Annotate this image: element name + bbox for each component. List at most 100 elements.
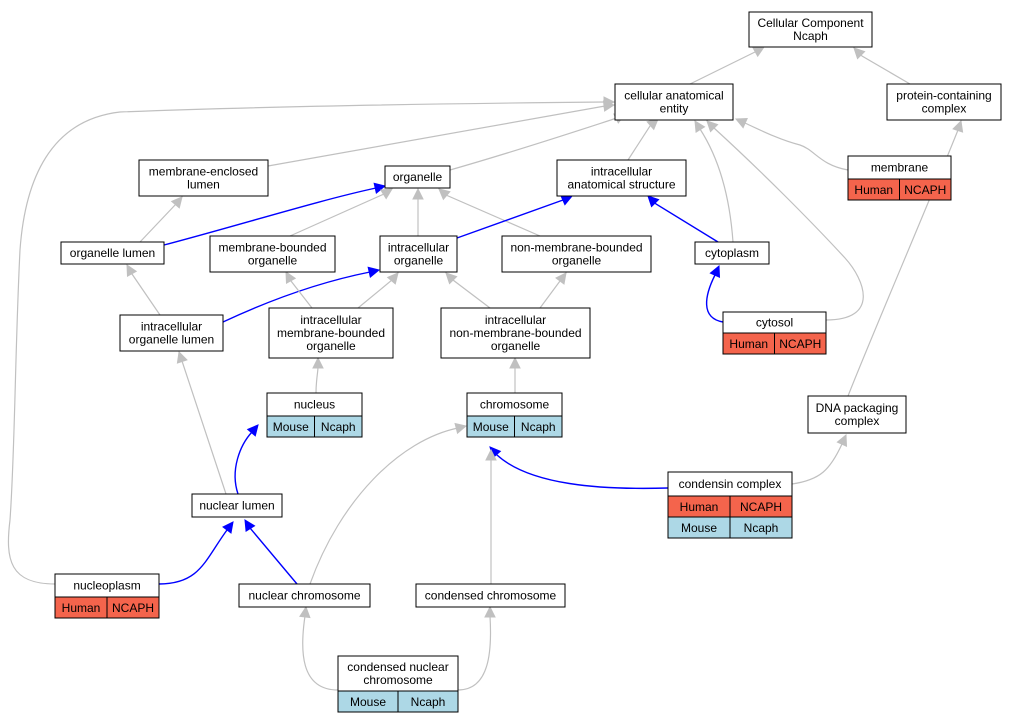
arrowhead-icon [126,264,138,277]
edge-line [139,201,179,243]
edge-mem-to-cae [734,117,849,171]
edge-line [443,192,541,237]
edge-pcc-to-cc [853,47,911,85]
arrowhead-icon [853,47,866,60]
edge-line [234,429,255,495]
annotation-row-mouse: Mouse Ncaph [266,415,363,438]
arrowhead-icon [734,117,748,129]
gene-label: NCAPH [112,601,154,615]
edge-inmbo-to-io [445,272,491,309]
edge-cchr-to-chr [485,448,497,584]
node-nl[interactable]: nuclear lumen [191,493,283,518]
species-label: Mouse [473,420,509,434]
edge-line [456,198,566,239]
edge-line [457,613,492,691]
gene-label: NCAPH [740,500,782,514]
node-label-line: nuclear lumen [199,499,274,513]
edge-line [302,613,339,691]
edge-line [705,272,724,323]
edge-imbo-to-mbo [285,271,313,309]
node-box [807,395,907,434]
edge-line [267,105,608,167]
node-box [238,583,371,608]
arrowhead-icon [445,272,458,285]
edge-orgl-to-mel [139,196,183,243]
edge-line [494,452,669,490]
node-org[interactable]: organelle [384,165,451,189]
node-box [268,307,394,359]
gene-cell [774,332,827,355]
node-box [119,314,224,352]
edge-line [289,191,387,237]
node-label-line: membrane-bounded [277,326,385,340]
edge-line [158,527,230,585]
gene-label: Ncaph [321,420,356,434]
node-orgl[interactable]: organelle lumen [60,241,165,265]
edge-io-to-org [412,187,424,236]
node-label-line: condensed nuclear [347,660,448,674]
arrowhead-icon [454,422,468,435]
edge-line [315,364,319,394]
node-label-line: nuclear chromosome [248,589,360,603]
arrowhead-icon [222,521,234,534]
node-label-line: Cellular Component [757,16,864,30]
node-label-line: nucleus [294,398,335,412]
edge-line [357,277,395,309]
arrowhead-icon [555,272,567,285]
edge-line [129,271,161,316]
edge-dna-to-pcc [847,119,964,397]
arrowhead-icon [386,272,399,285]
gene-label: Ncaph [411,695,446,709]
gene-cell [106,596,160,619]
node-box [694,241,770,265]
arrowhead-icon [647,195,660,208]
edge-cyto-to-ias [647,195,719,243]
gene-cell [314,415,363,438]
node-label-line: anatomical structure [567,178,675,192]
edge-line [627,123,653,161]
edge-iol-to-orgl [126,264,161,316]
edge-line [309,426,461,585]
node-label-line: cytoplasm [705,246,759,260]
edge-orgl-to-org [163,182,387,246]
edge-iol-to-io [222,266,381,323]
node-cyto[interactable]: cytoplasm [694,241,770,265]
species-label: Mouse [273,420,309,434]
node-label-line: organelle [248,254,298,268]
species-label: Human [854,183,893,197]
node-nchr[interactable]: nuclear chromosome [238,583,371,608]
gene-label: NCAPH [779,337,821,351]
arrowhead-icon [694,120,706,133]
node-inmbo[interactable]: intracellularnon-membrane-boundedorganel… [440,307,591,359]
edge-nuc-to-imbo [312,356,324,394]
node-cchr[interactable]: condensed chromosome [415,583,566,608]
edge-line [539,278,563,309]
edge-line [180,358,227,495]
node-label-line: intracellular [485,313,546,327]
gene-label: Ncaph [521,420,556,434]
edge-line [449,116,620,171]
node-box [440,307,591,359]
